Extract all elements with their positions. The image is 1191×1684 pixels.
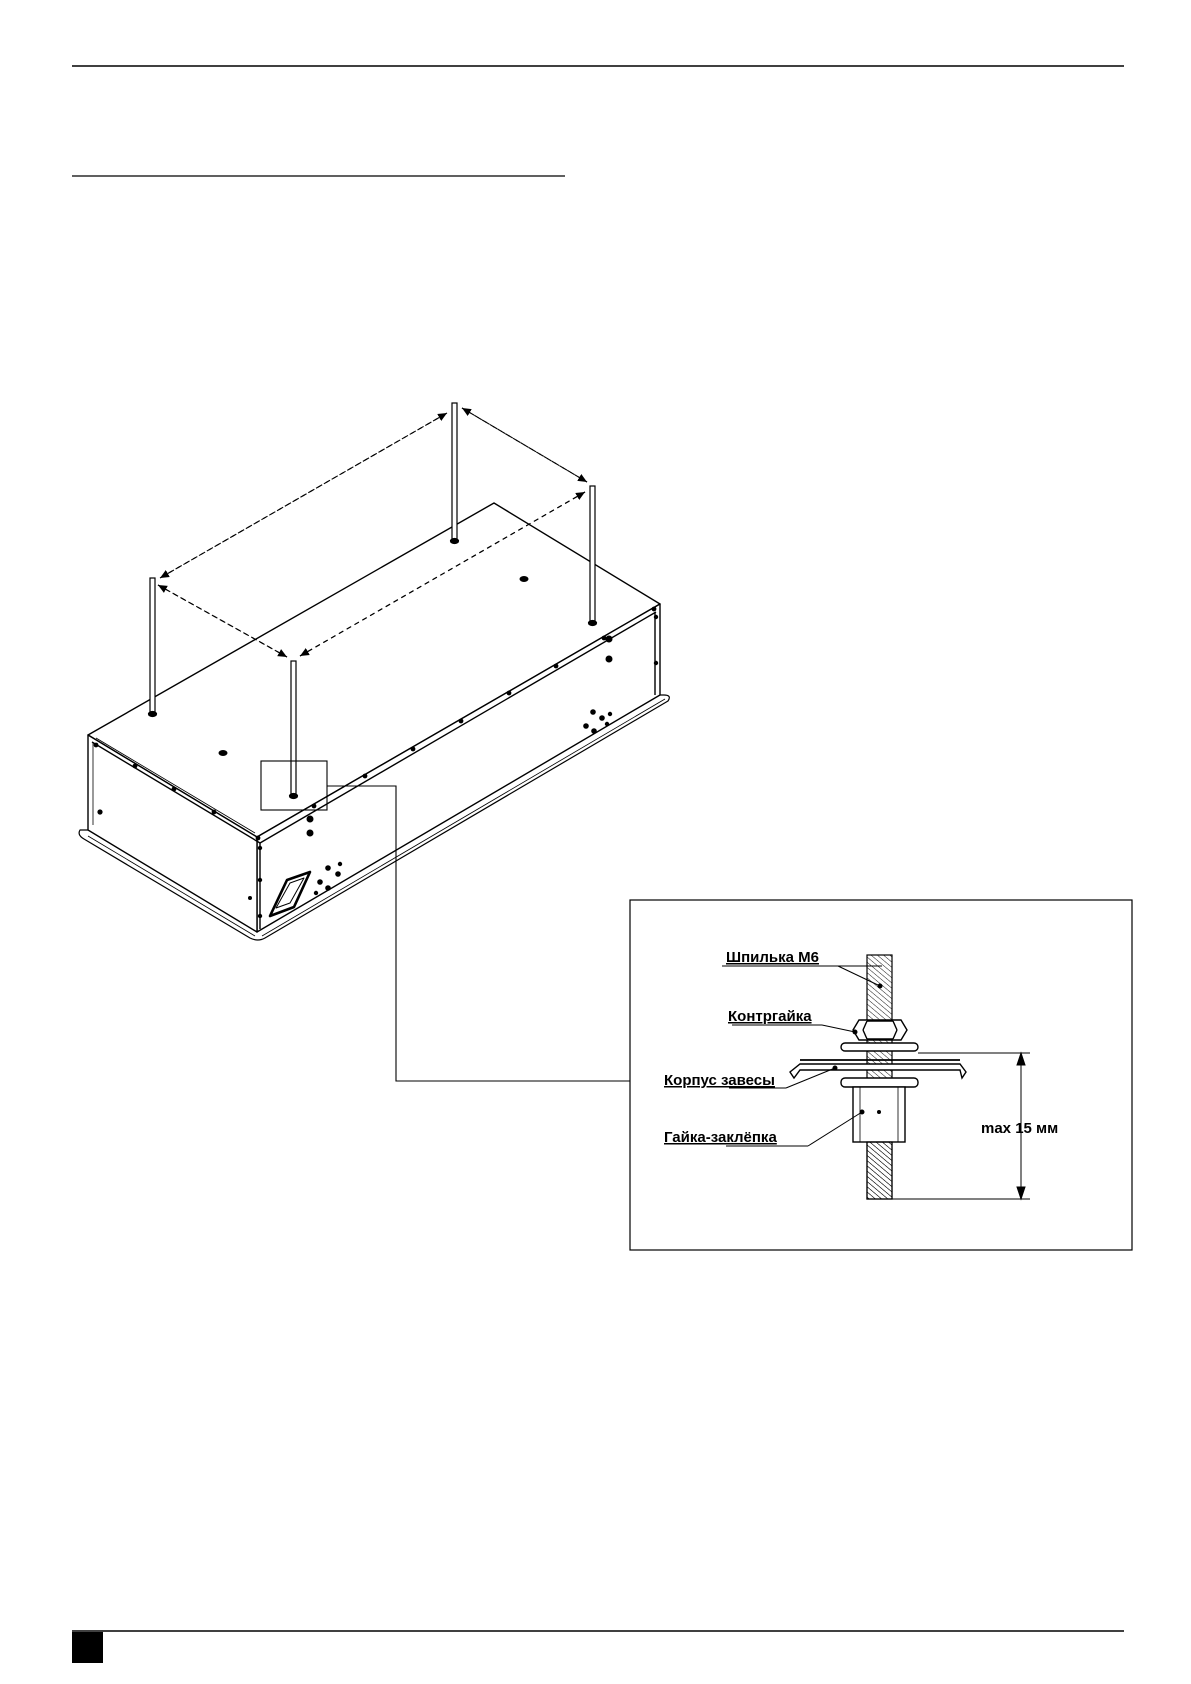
unit-end-face bbox=[87, 734, 258, 933]
page-marker-block bbox=[72, 1632, 103, 1663]
detail-view: Шпилька М6 Контргайка Корпус завесы Гайк… bbox=[629, 899, 1133, 1251]
detail-leaders bbox=[722, 965, 883, 1147]
detail-washer-upper bbox=[840, 1042, 919, 1052]
stud-front-left bbox=[288, 660, 299, 800]
label-housing: Корпус завесы bbox=[664, 1072, 775, 1089]
detail-dimension bbox=[892, 1051, 1030, 1201]
stud-back-right bbox=[449, 402, 460, 545]
detail-leader-line bbox=[327, 785, 630, 1082]
stud-back-left bbox=[147, 577, 158, 718]
label-locknut: Контргайка bbox=[728, 1008, 812, 1025]
detail-rivet-nut bbox=[852, 1086, 906, 1143]
label-stud: Шпилька М6 bbox=[726, 949, 819, 966]
hanging-studs bbox=[147, 402, 598, 800]
dimension-label: max 15 мм bbox=[981, 1120, 1058, 1137]
curtain-unit-drawing bbox=[78, 502, 670, 941]
label-rivet-nut: Гайка-заклёпка bbox=[664, 1129, 777, 1146]
detail-callout bbox=[260, 760, 630, 1082]
detail-locknut bbox=[852, 1019, 908, 1041]
stud-spacing-arrows bbox=[157, 407, 588, 658]
stud-front-right bbox=[587, 485, 598, 627]
detail-washer-lower bbox=[840, 1077, 919, 1088]
